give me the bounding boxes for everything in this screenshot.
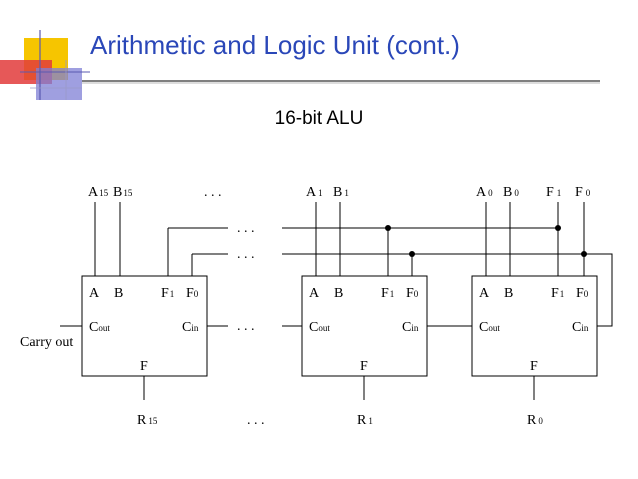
port-a-15: A bbox=[89, 286, 100, 301]
port-cout-15: Cout bbox=[89, 320, 110, 335]
ellipsis-f0-bus: . . . bbox=[237, 247, 255, 262]
ellipsis-f1-bus: . . . bbox=[237, 221, 255, 236]
input-label-b15: B15 bbox=[113, 185, 133, 200]
port-f1-0: F1 bbox=[551, 286, 564, 301]
ellipsis-carry: . . . bbox=[237, 319, 255, 334]
title-underline bbox=[82, 80, 600, 84]
deco-blue-square bbox=[36, 68, 82, 100]
port-f0-1: F0 bbox=[406, 286, 419, 301]
port-fout-15: F bbox=[140, 359, 148, 374]
port-b-0: B bbox=[504, 286, 513, 301]
diagram-subtitle: 16-bit ALU bbox=[274, 108, 364, 129]
port-fout-0: F bbox=[530, 359, 538, 374]
port-b-15: B bbox=[114, 286, 123, 301]
port-f1-15: F1 bbox=[161, 286, 174, 301]
port-cout-0: Cout bbox=[479, 320, 500, 335]
ellipsis-top-inputs: . . . bbox=[204, 185, 222, 200]
port-cin-0: Cin bbox=[572, 320, 589, 335]
port-fout-1: F bbox=[360, 359, 368, 374]
port-f0-15: F0 bbox=[186, 286, 199, 301]
port-a-0: A bbox=[479, 286, 490, 301]
corner-decoration bbox=[0, 30, 90, 100]
port-b-1: B bbox=[334, 286, 343, 301]
input-label-a15: A15 bbox=[88, 185, 109, 200]
junction-f0-block0 bbox=[581, 251, 587, 257]
slide-title: Arithmetic and Logic Unit (cont.) bbox=[90, 30, 460, 60]
port-cout-1: Cout bbox=[309, 320, 330, 335]
junction-f1-block0 bbox=[555, 225, 561, 231]
junction-f0-block1 bbox=[409, 251, 415, 257]
port-cin-1: Cin bbox=[402, 320, 419, 335]
port-a-1: A bbox=[309, 286, 320, 301]
junction-f1-block1 bbox=[385, 225, 391, 231]
carry-out-label: Carry out bbox=[20, 335, 73, 350]
wire-carry-0-in bbox=[584, 253, 613, 327]
port-f0-0: F0 bbox=[576, 286, 589, 301]
port-f1-1: F1 bbox=[381, 286, 394, 301]
port-cin-15: Cin bbox=[182, 320, 199, 335]
ellipsis-outputs: . . . bbox=[247, 413, 265, 428]
